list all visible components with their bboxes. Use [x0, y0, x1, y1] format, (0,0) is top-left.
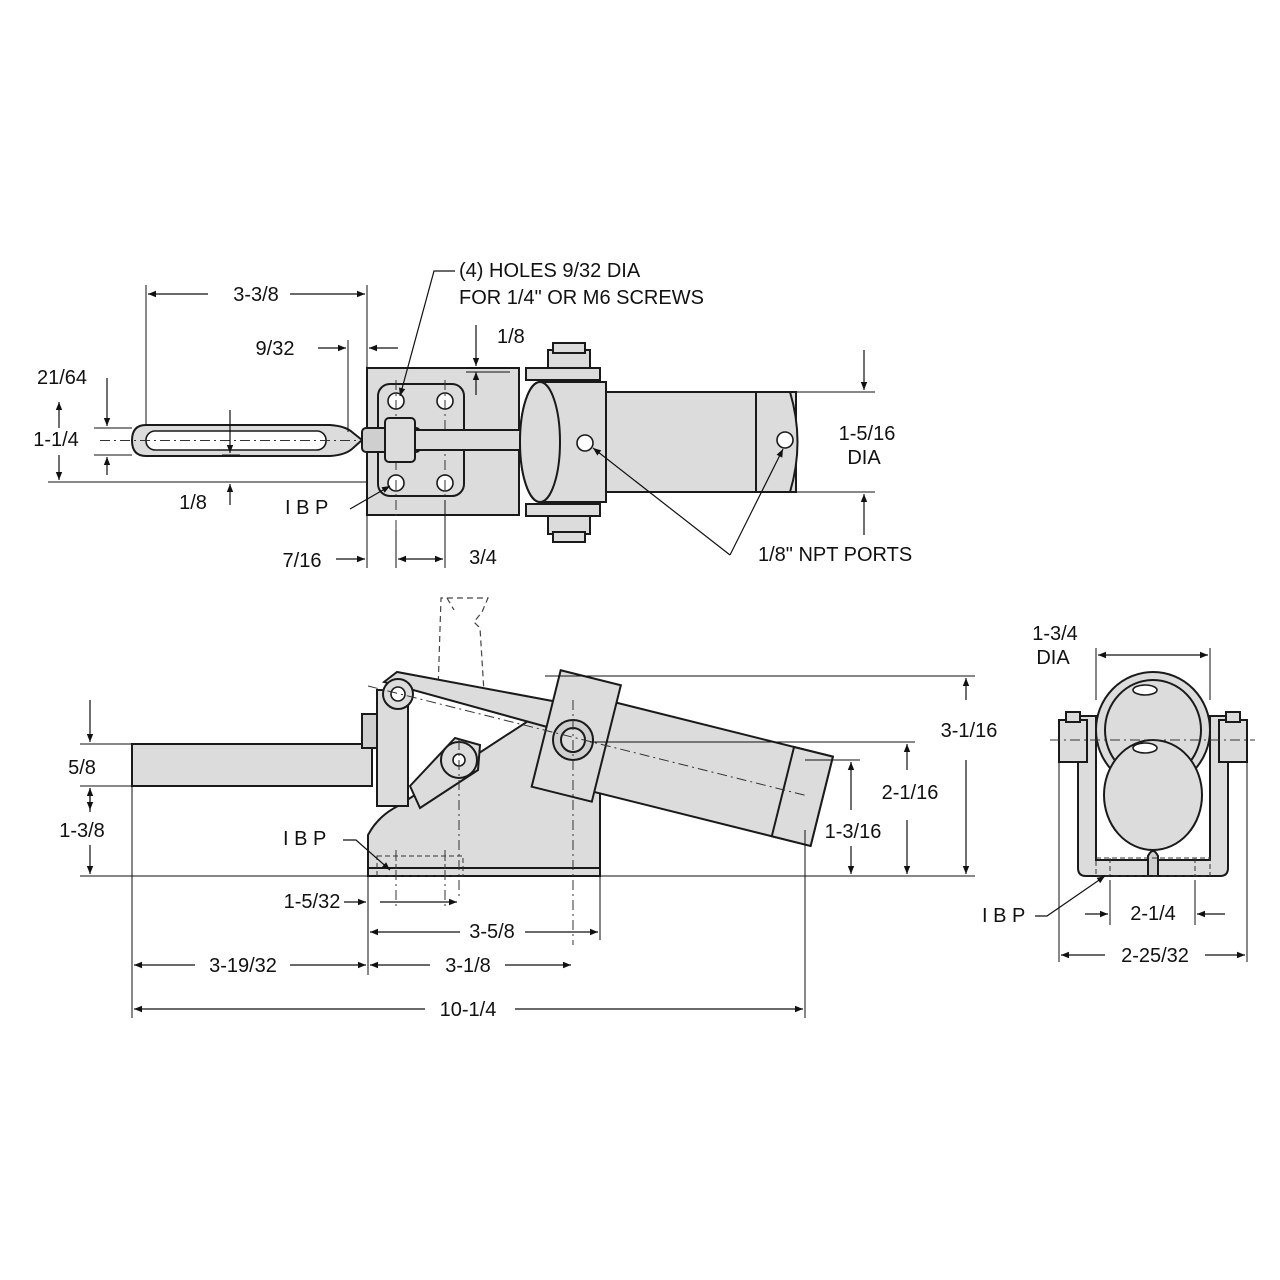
side-ibp-label: I B P [283, 828, 326, 850]
dim-pivot-height: 2-1/16 [882, 782, 939, 804]
dim-cyl-height: 1-3/16 [825, 821, 882, 843]
end-ibp-label: I B P [982, 905, 1025, 927]
dim-cylinder-dia: 1-5/16 [839, 423, 896, 445]
dim-base-pivot: 3-1/8 [445, 955, 491, 977]
dim-handle-offset: 9/32 [256, 338, 295, 360]
npt-port [776, 431, 794, 449]
holes-note-line1: (4) HOLES 9/32 DIA [459, 260, 641, 282]
dim-rod-width: 21/64 [37, 367, 87, 389]
npt-port [576, 434, 594, 452]
dim-handle-length: 3-3/8 [233, 284, 279, 306]
side-handle [131, 743, 373, 787]
holes-note-line2: FOR 1/4" OR M6 SCREWS [459, 287, 704, 309]
end-dim-dia: 1-3/4 [1032, 623, 1078, 645]
end-dim-base-width: 2-25/32 [1121, 945, 1189, 967]
top-ibp-label: I B P [285, 497, 328, 519]
dim-handle-height: 1-3/8 [59, 820, 105, 842]
dim-pivot-x: 3-5/8 [469, 921, 515, 943]
dim-hole-spacing: 3/4 [469, 547, 497, 569]
dim-overall: 10-1/4 [440, 999, 497, 1021]
dim-hole-x: 1-5/32 [284, 891, 341, 913]
end-dim-hole-spacing: 2-1/4 [1130, 903, 1176, 925]
dim-hole-offset: 7/16 [283, 550, 322, 572]
ghost-handle [437, 597, 489, 693]
end-dim-dia-suffix: DIA [1036, 647, 1070, 669]
side-view: 5/8 1-3/8 I B P 3-1/16 2-1/16 1-3/16 1-5… [59, 597, 998, 1021]
dim-handle-reach: 3-19/32 [209, 955, 277, 977]
dim-cylinder-dia-suffix: DIA [847, 447, 881, 469]
end-cylinder-front [1103, 739, 1203, 851]
dim-bottom-gap: 1/8 [179, 492, 207, 514]
end-base [1077, 715, 1229, 877]
dim-top-gap: 1/8 [497, 326, 525, 348]
dim-handle-thickness: 5/8 [68, 757, 96, 779]
ports-note: 1/8" NPT PORTS [758, 544, 912, 566]
dim-handle-width: 1-1/4 [33, 429, 79, 451]
top-view: 3-3/8 9/32 1/8 21/64 1-1/4 1/8 I B P (4)… [33, 260, 912, 572]
end-view: 1-3/4 DIA I B P 2-1/4 2-25/32 [982, 623, 1255, 967]
dim-total-height: 3-1/16 [941, 720, 998, 742]
